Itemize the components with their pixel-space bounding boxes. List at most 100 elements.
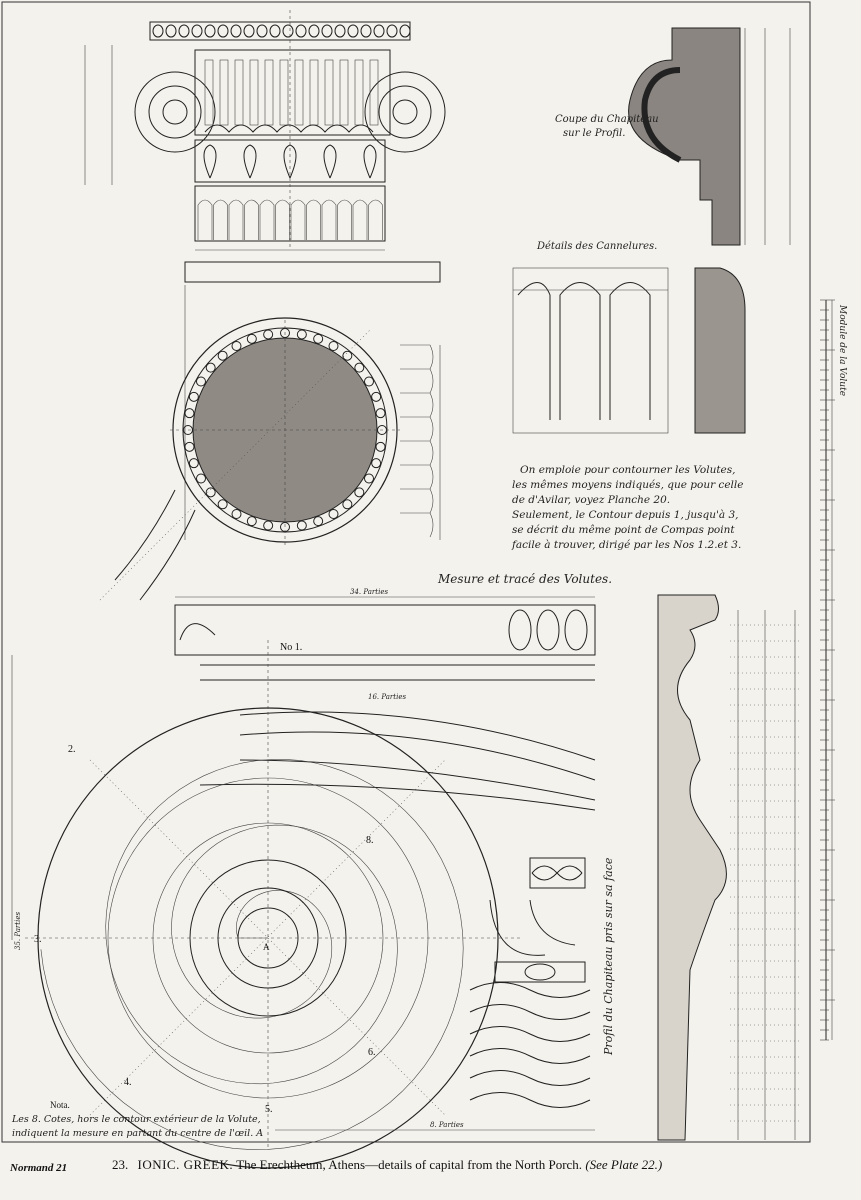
note-line-5: se décrit du même point de Compas point: [512, 524, 735, 536]
acanthus-curl: [469, 1092, 591, 1108]
egg-ornament: [536, 609, 560, 651]
egg-ornament: [295, 24, 307, 38]
nota-title: Nota.: [50, 1100, 70, 1110]
plan-bead: [328, 509, 339, 520]
plan-bead: [217, 350, 228, 361]
plan-bead: [354, 362, 365, 373]
plan-bead: [371, 458, 382, 469]
neck-arch: [275, 199, 290, 240]
module-scale: Module de la Volute: [820, 299, 847, 1041]
egg-ornament: [204, 24, 216, 38]
plan-bead: [296, 520, 307, 531]
acanthus-curl: [469, 1004, 591, 1020]
plan-bead: [263, 329, 274, 340]
mark-3: 3.: [34, 934, 42, 945]
mark-4: 4.: [124, 1077, 132, 1088]
neck-arch: [259, 199, 275, 240]
flute-detail: Détails des Cannelures.: [512, 241, 746, 434]
plan-step: [400, 344, 434, 370]
egg-ornament: [243, 24, 255, 38]
plan-bead: [342, 350, 353, 361]
eye-label: A: [263, 942, 270, 952]
volute-construction: Mesure et tracé des Volutes. 34. Parties…: [11, 572, 615, 1169]
plan-step: [400, 392, 434, 418]
coupe-label-2: sur le Profil.: [563, 128, 625, 139]
plan-bead: [188, 391, 199, 402]
plan-bead: [217, 499, 228, 510]
neck-arch: [306, 199, 321, 240]
acanthus-curl: [469, 1048, 591, 1064]
parties-mid: 16. Parties: [368, 693, 406, 701]
plan-bead: [371, 391, 382, 402]
nota-line-1: Les 8. Cotes, hors le contour extérieur …: [11, 1114, 261, 1125]
plan-step: [400, 368, 434, 394]
plan-step: [400, 440, 434, 466]
flute: [279, 59, 289, 126]
capital-section: Coupe du Chapiteau sur le Profil.: [555, 27, 791, 246]
egg-ornament: [347, 24, 359, 38]
note-line-3: de d'Avilar, voyez Planche 20.: [512, 494, 670, 506]
acanthus-curl: [469, 1070, 591, 1086]
note-line-6: facile à trouver, dirigé par les Nos 1.2…: [511, 539, 741, 551]
plan-bead: [195, 473, 206, 484]
plan-bead: [364, 376, 375, 387]
neck-arch: [228, 199, 244, 240]
capital-elevation: [84, 10, 446, 251]
egg-ornament: [165, 24, 177, 38]
mark-5: 5.: [265, 1104, 273, 1115]
neck-arch: [321, 199, 337, 240]
column-plan: [99, 261, 441, 601]
mark-6: 6.: [368, 1047, 376, 1058]
flute: [219, 59, 229, 126]
palmette-leaf: [243, 144, 257, 179]
egg-ornament: [256, 24, 268, 38]
neck-arch: [352, 199, 368, 240]
plan-bead: [231, 509, 242, 520]
plan-bead: [195, 376, 206, 387]
plan-bead: [364, 473, 375, 484]
plan-bead: [375, 441, 386, 452]
egg-ornament: [321, 24, 333, 38]
egg-ornament: [269, 24, 281, 38]
egg-ornament: [282, 24, 294, 38]
plan-bead: [375, 408, 386, 419]
neck-arch: [290, 199, 306, 240]
acanthus-curl: [469, 982, 591, 998]
plan-bead: [205, 487, 216, 498]
acanthus-curl: [469, 1026, 591, 1042]
plan-bead: [246, 516, 257, 527]
plan-step: [400, 416, 434, 442]
capital-profile: [657, 594, 800, 1141]
parties-top: 34. Parties: [350, 588, 388, 596]
plan-bead: [328, 340, 339, 351]
egg-ornament: [178, 24, 190, 38]
egg-ornament: [399, 24, 411, 38]
module-label: Module de la Volute: [837, 304, 847, 396]
flute: [369, 59, 379, 126]
egg-ornament: [564, 609, 588, 651]
palmette-leaf: [203, 144, 217, 179]
palmette-leaf: [323, 144, 337, 179]
plate-border: [1, 1, 811, 1143]
plan-step: [400, 464, 434, 490]
neck-arch: [337, 199, 352, 240]
egg-ornament: [191, 24, 203, 38]
egg-ornament: [373, 24, 385, 38]
plan-bead: [296, 329, 307, 340]
caption-body: The Erechtheum, Athens—details of capita…: [236, 1157, 583, 1172]
note-line-2: les mêmes moyens indiqués, que pour cell…: [512, 479, 743, 491]
egg-ornament: [360, 24, 372, 38]
egg-ornament: [308, 24, 320, 38]
mark-2: 2.: [68, 744, 76, 755]
flute: [309, 59, 319, 126]
mark-8: 8.: [366, 835, 374, 846]
egg-ornament: [334, 24, 346, 38]
flute: [204, 59, 214, 126]
nota-block: Nota. Les 8. Cotes, hors le contour exté…: [11, 1100, 263, 1139]
plan-bead: [184, 408, 195, 419]
plan-bead: [354, 487, 365, 498]
flute: [324, 59, 334, 126]
volute-spiral: [40, 759, 464, 1150]
caption-number: 23.: [112, 1157, 129, 1172]
